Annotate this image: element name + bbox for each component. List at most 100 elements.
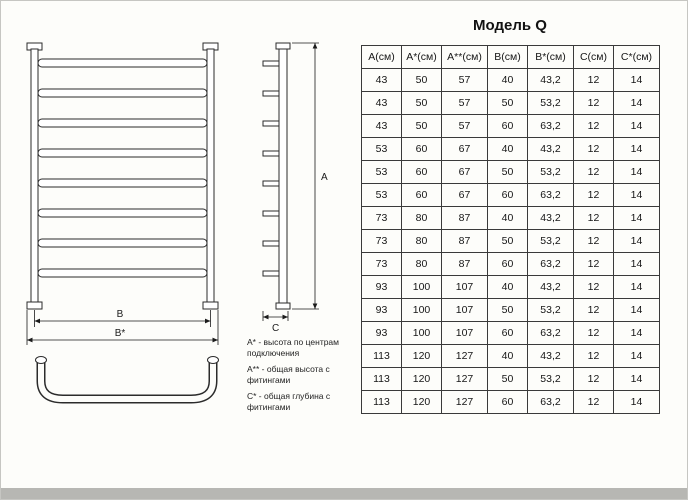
crossbar: [37, 148, 208, 158]
table-cell: 80: [401, 229, 442, 253]
table-cell: 50: [401, 68, 442, 92]
table-cell: 127: [441, 367, 488, 391]
table-cell: 60: [487, 390, 528, 414]
table-cell: 12: [573, 183, 614, 207]
table-cell: 60: [487, 252, 528, 276]
column-header: А**(см): [441, 45, 488, 69]
table-cell: 63,2: [527, 321, 574, 345]
table-cell: 53,2: [527, 367, 574, 391]
table-cell: 67: [441, 183, 488, 207]
table-cell: 12: [573, 91, 614, 115]
crossbar: [37, 268, 208, 278]
dimension-width-overall: [26, 310, 219, 345]
bar-stub: [262, 240, 280, 247]
table-cell: 107: [441, 298, 488, 322]
table-cell: 50: [487, 160, 528, 184]
dimension-height: [292, 42, 319, 310]
table-cell: 12: [573, 390, 614, 414]
table-cell: 12: [573, 321, 614, 345]
table-cell: 14: [613, 275, 660, 299]
table-cell: 12: [573, 206, 614, 230]
table-cell: 14: [613, 68, 660, 92]
table-cell: 80: [401, 252, 442, 276]
table-cell: 67: [441, 160, 488, 184]
table-cell: 60: [487, 183, 528, 207]
bar-stub: [262, 210, 280, 217]
column-header: В*(см): [527, 45, 574, 69]
table-cell: 120: [401, 344, 442, 368]
table-cell: 14: [613, 252, 660, 276]
table-cell: 53: [361, 160, 402, 184]
bar-stub: [262, 90, 280, 97]
crossbar: [37, 88, 208, 98]
table-cell: 40: [487, 206, 528, 230]
table-cell: 120: [401, 390, 442, 414]
u-tube-right-end: [207, 356, 219, 364]
table-cell: 50: [401, 91, 442, 115]
left-bottom-fitting: [26, 301, 43, 310]
crossbar: [37, 208, 208, 218]
table-cell: 14: [613, 160, 660, 184]
left-rail: [30, 48, 39, 304]
spec-table-header-row: А(см)А*(см)А**(см)В(см)В*(см)С(см)С*(см): [361, 45, 660, 69]
page-title: Модель Q: [473, 17, 547, 34]
table-cell: 12: [573, 275, 614, 299]
table-cell: 43,2: [527, 275, 574, 299]
crossbar: [37, 118, 208, 128]
table-cell: 12: [573, 229, 614, 253]
table-cell: 63,2: [527, 114, 574, 138]
side-view: [262, 42, 291, 310]
table-cell: 53: [361, 183, 402, 207]
table-cell: 14: [613, 344, 660, 368]
table-cell: 80: [401, 206, 442, 230]
side-rail: [278, 48, 288, 304]
label-depth: С: [272, 323, 279, 334]
table-cell: 60: [401, 137, 442, 161]
bar-stub: [262, 270, 280, 277]
table-cell: 40: [487, 275, 528, 299]
side-bottom-fitting: [275, 302, 291, 310]
table-cell: 63,2: [527, 252, 574, 276]
table-cell: 12: [573, 114, 614, 138]
column-header: А*(см): [401, 45, 442, 69]
table-cell: 43: [361, 114, 402, 138]
label-width-centers: В: [117, 309, 124, 320]
table-cell: 53: [361, 137, 402, 161]
table-cell: 50: [487, 298, 528, 322]
table-cell: 87: [441, 229, 488, 253]
column-header: А(см): [361, 45, 402, 69]
table-cell: 63,2: [527, 390, 574, 414]
table-cell: 43: [361, 68, 402, 92]
table-cell: 73: [361, 252, 402, 276]
table-cell: 57: [441, 91, 488, 115]
legend: А* - высота по центрам подключения А** -…: [247, 337, 359, 418]
u-tube-left-end: [35, 356, 47, 364]
table-cell: 40: [487, 137, 528, 161]
table-cell: 53,2: [527, 160, 574, 184]
table-cell: 60: [401, 183, 442, 207]
table-cell: 14: [613, 183, 660, 207]
table-cell: 120: [401, 367, 442, 391]
table-cell: 87: [441, 252, 488, 276]
side-top-fitting: [275, 42, 291, 50]
legend-item-a-dstar: А** - общая высота с фитингами: [247, 364, 330, 386]
dimension-depth: [262, 311, 289, 321]
scan-edge-strip: [1, 488, 687, 499]
table-cell: 50: [487, 229, 528, 253]
table-cell: 12: [573, 137, 614, 161]
table-cell: 57: [441, 114, 488, 138]
table-cell: 100: [401, 298, 442, 322]
column-header: С(см): [573, 45, 614, 69]
bar-stub: [262, 180, 280, 187]
bar-stub: [262, 60, 280, 67]
